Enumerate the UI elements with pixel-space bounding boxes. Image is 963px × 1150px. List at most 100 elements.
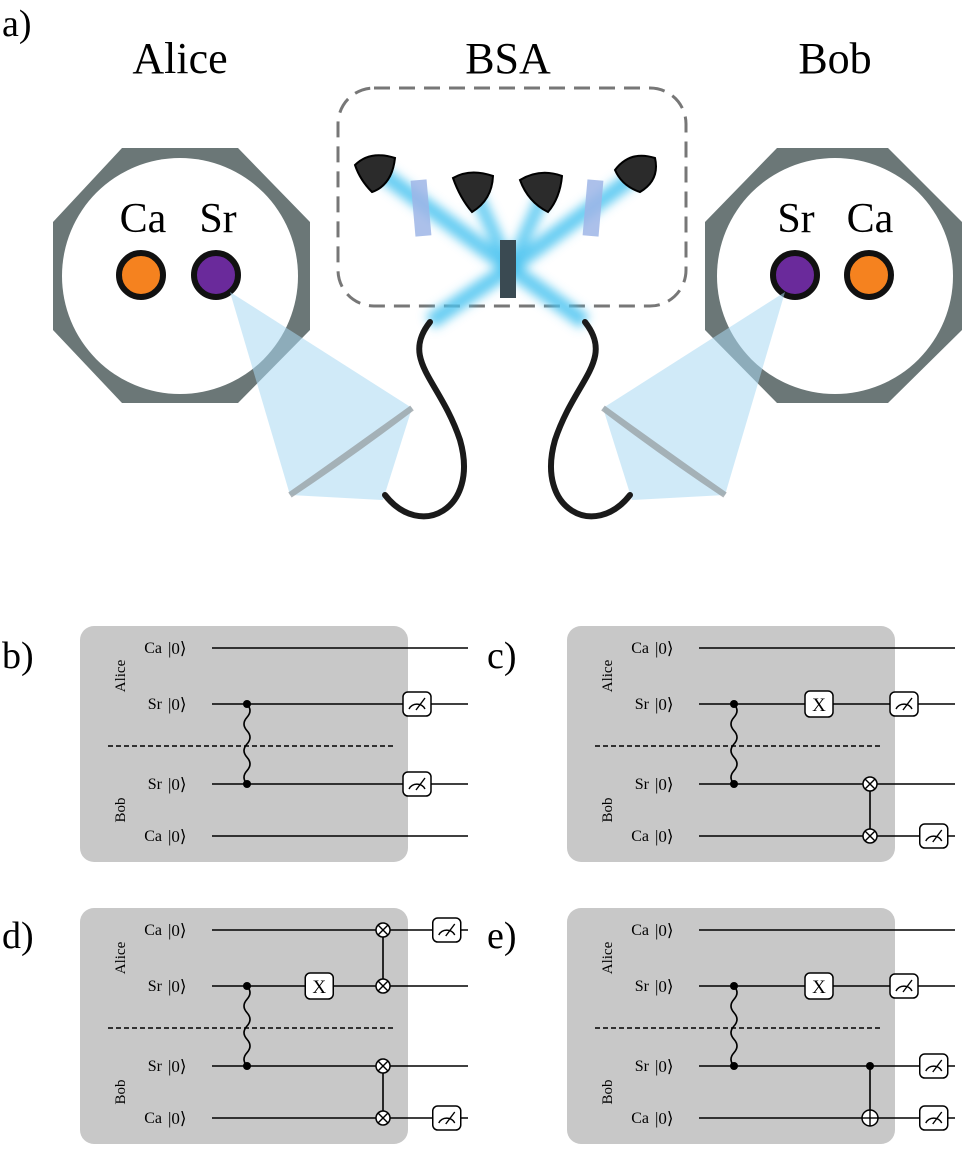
circuit-panels: b)AliceBobCa|0⟩Sr|0⟩Sr|0⟩Ca|0⟩c)AliceBob…	[2, 626, 955, 1144]
qubit-ket-label: |0⟩	[168, 977, 187, 996]
circuit-background	[567, 626, 895, 862]
meter-arc	[925, 835, 943, 842]
qubit-ket-label: |0⟩	[655, 827, 674, 846]
qubit-ket-label: |0⟩	[168, 775, 187, 794]
alice-ion-label-1: Ca	[120, 196, 167, 242]
meter-needle	[932, 1111, 943, 1125]
meter-arc	[408, 783, 426, 790]
measure-icon	[889, 973, 919, 999]
control-dot	[243, 1062, 251, 1070]
measure-icon	[919, 1053, 949, 1079]
detector-1	[353, 154, 397, 194]
qubit-ion-label: Sr	[635, 978, 650, 995]
panel-label: b)	[2, 635, 34, 677]
measure-icon	[889, 691, 919, 717]
control-dot	[243, 700, 251, 708]
qubit-ion-label: Sr	[635, 1058, 650, 1075]
swap-cross	[377, 1060, 389, 1072]
detector-3	[518, 171, 564, 214]
meter-needle	[445, 923, 456, 937]
qubit-ion-label: Ca	[631, 828, 649, 845]
qubit-ion-label: Sr	[635, 776, 650, 793]
qubit-ion-label: Ca	[144, 640, 162, 657]
qubit-ket-label: |0⟩	[655, 695, 674, 714]
qubit-ion-label: Sr	[148, 1058, 163, 1075]
party-label-alice: Alice	[600, 941, 616, 974]
qubit-ket-label: |0⟩	[168, 1057, 187, 1076]
entangling-link	[730, 985, 738, 1067]
party-label-bob: Bob	[113, 797, 129, 822]
panel-label: e)	[487, 915, 517, 957]
measure-icon	[919, 823, 949, 849]
detector-2	[451, 171, 495, 214]
gate-label: X	[812, 977, 826, 998]
control-dot	[730, 780, 738, 788]
qubit-ket-label: |0⟩	[168, 695, 187, 714]
swap-cross	[377, 980, 389, 992]
bob-trap-bore	[717, 158, 953, 394]
bob-ca-ion	[844, 250, 894, 300]
meter-needle	[415, 777, 426, 791]
alice-ca-ion	[116, 250, 166, 300]
alice-ion-label-2: Sr	[199, 196, 236, 242]
swap-cross	[377, 1112, 389, 1124]
gate-label: X	[812, 695, 826, 716]
detector-4	[613, 154, 657, 194]
qubit-ket-label: |0⟩	[655, 921, 674, 940]
qubit-ion-label: Ca	[631, 922, 649, 939]
party-label-alice: Alice	[600, 659, 616, 692]
bob-light-cone	[603, 292, 785, 500]
control-dot	[243, 780, 251, 788]
qubit-ion-label: Ca	[144, 828, 162, 845]
party-label-bob: Bob	[600, 797, 616, 822]
qubit-ket-label: |0⟩	[655, 1057, 674, 1076]
bob-sr-ion	[770, 250, 820, 300]
gate-box	[304, 972, 334, 1000]
swap-cross	[864, 778, 876, 790]
qubit-ket-label: |0⟩	[168, 827, 187, 846]
qubit-ion-label: Sr	[148, 978, 163, 995]
bob-title: Bob	[798, 34, 871, 83]
meter-needle	[445, 1111, 456, 1125]
qubit-ket-label: |0⟩	[168, 921, 187, 940]
cnot-control	[866, 1062, 874, 1070]
meter-arc	[408, 703, 426, 710]
control-dot	[730, 700, 738, 708]
qubit-ket-label: |0⟩	[655, 639, 674, 658]
bsa-title: BSA	[465, 34, 551, 83]
qubit-ion-label: Ca	[144, 922, 162, 939]
qubit-ion-label: Sr	[148, 696, 163, 713]
panel-a-label: a)	[2, 3, 32, 45]
qubit-ion-label: Sr	[148, 776, 163, 793]
panel-label: c)	[487, 635, 517, 677]
qubit-ket-label: |0⟩	[655, 977, 674, 996]
circuit-background	[80, 626, 408, 862]
meter-arc	[895, 703, 913, 710]
bob-collection-lens	[601, 405, 727, 498]
entangling-link	[243, 703, 251, 785]
meter-arc	[925, 1117, 943, 1124]
measure-icon	[432, 1105, 462, 1131]
meter-needle	[415, 697, 426, 711]
meter-arc	[925, 1065, 943, 1072]
party-label-alice: Alice	[113, 659, 129, 692]
entangling-link	[730, 703, 738, 785]
qubit-ion-label: Ca	[631, 640, 649, 657]
swap-cross	[377, 924, 389, 936]
bsa-enclosure	[336, 86, 688, 308]
alice-sr-ion	[191, 250, 241, 300]
panel-label: d)	[2, 915, 34, 957]
qubit-ket-label: |0⟩	[655, 775, 674, 794]
measure-icon	[402, 771, 432, 797]
alice-title: Alice	[132, 34, 227, 83]
meter-needle	[932, 1059, 943, 1073]
party-label-bob: Bob	[113, 1079, 129, 1104]
waveplate-right	[582, 179, 604, 237]
meter-needle	[902, 697, 913, 711]
measure-icon	[402, 691, 432, 717]
